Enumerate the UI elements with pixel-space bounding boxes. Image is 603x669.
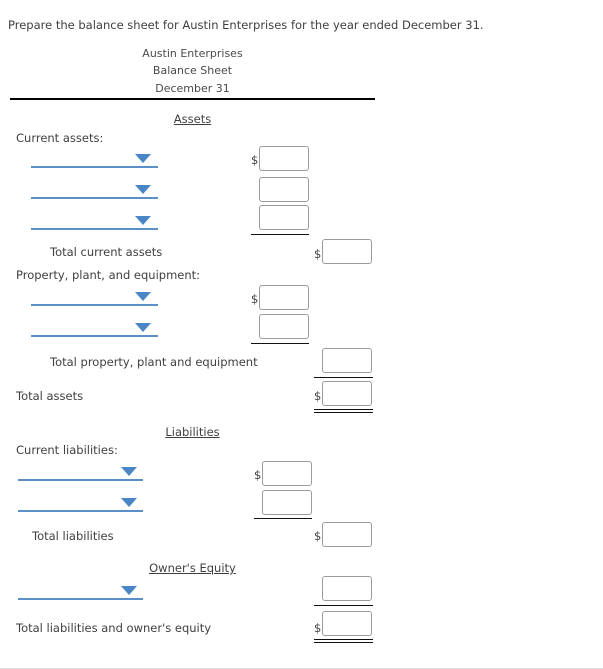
chevron-down-icon — [135, 185, 151, 194]
total-liabilities-label: Total liabilities — [32, 529, 114, 543]
dropdown-owners-equity-1[interactable] — [18, 578, 143, 600]
dropdown-ppe-1[interactable] — [31, 284, 158, 306]
input-owners-equity-amount[interactable] — [322, 576, 372, 601]
dropdown-ppe-2[interactable] — [31, 315, 158, 337]
total-liabilities-and-equity-double-rule — [314, 639, 373, 643]
current-liabilities-subtotal-rule — [254, 518, 312, 519]
statement-title: Balance Sheet — [152, 64, 233, 77]
ppe-label: Property, plant, and equipment: — [16, 268, 201, 282]
dropdown-underline — [31, 197, 158, 199]
chevron-down-icon — [135, 154, 151, 163]
total-current-assets-label: Total current assets — [50, 245, 163, 259]
dropdown-current-asset-1[interactable] — [31, 146, 158, 168]
statement-header-rule — [10, 98, 375, 100]
dropdown-underline — [31, 228, 158, 230]
input-total-liabilities-amount[interactable] — [322, 522, 372, 547]
liabilities-section-title: Liabilities — [10, 425, 375, 439]
total-ppe-rule — [314, 377, 373, 378]
dropdown-current-liability-2[interactable] — [18, 490, 143, 512]
input-total-ppe-amount[interactable] — [322, 348, 372, 373]
owners-equity-section-title: Owner's Equity — [10, 561, 375, 575]
currency-symbol: $ — [314, 529, 322, 543]
currency-symbol: $ — [314, 621, 322, 635]
dropdown-current-liability-1[interactable] — [18, 459, 143, 481]
input-total-assets-amount[interactable] — [322, 381, 372, 406]
ppe-subtotal-rule — [251, 343, 309, 344]
input-total-current-assets-amount[interactable] — [322, 239, 372, 264]
chevron-down-icon — [121, 467, 137, 476]
input-current-asset-amount-1[interactable] — [259, 146, 309, 171]
question-prompt: Prepare the balance sheet for Austin Ent… — [8, 18, 484, 32]
owners-equity-subtotal-rule — [314, 605, 373, 606]
current-assets-subtotal-rule — [251, 234, 309, 235]
input-current-asset-amount-2[interactable] — [259, 177, 309, 202]
dropdown-underline — [18, 510, 143, 512]
total-assets-double-rule — [314, 409, 373, 413]
chevron-down-icon — [135, 323, 151, 332]
total-ppe-label: Total property, plant and equipment — [50, 355, 258, 369]
currency-symbol: $ — [251, 292, 259, 306]
statement-date: December 31 — [155, 82, 230, 95]
assets-section-title: Assets — [10, 112, 375, 126]
liabilities-section-title-text: Liabilities — [165, 425, 220, 439]
dropdown-underline — [31, 304, 158, 306]
statement-company-name: Austin Enterprises — [142, 47, 243, 60]
currency-symbol: $ — [251, 153, 259, 167]
total-assets-label: Total assets — [16, 389, 84, 403]
dropdown-underline — [31, 166, 158, 168]
currency-symbol: $ — [254, 468, 262, 482]
assets-section-title-text: Assets — [173, 112, 212, 126]
input-total-liabilities-and-equity-amount[interactable] — [322, 611, 372, 636]
dropdown-underline — [31, 335, 158, 337]
input-ppe-amount-2[interactable] — [259, 314, 309, 339]
current-liabilities-label: Current liabilities: — [16, 443, 118, 457]
dropdown-underline — [18, 598, 143, 600]
dropdown-current-asset-3[interactable] — [31, 208, 158, 230]
currency-symbol: $ — [314, 389, 322, 403]
chevron-down-icon — [135, 292, 151, 301]
dropdown-underline — [18, 479, 143, 481]
total-liabilities-and-equity-label: Total liabilities and owner's equity — [16, 621, 212, 635]
input-current-liability-amount-2[interactable] — [262, 490, 312, 515]
owners-equity-section-title-text: Owner's Equity — [149, 561, 236, 575]
input-ppe-amount-1[interactable] — [259, 285, 309, 310]
chevron-down-icon — [121, 498, 137, 507]
chevron-down-icon — [121, 586, 137, 595]
chevron-down-icon — [135, 216, 151, 225]
dropdown-current-asset-2[interactable] — [31, 177, 158, 199]
input-current-liability-amount-1[interactable] — [262, 461, 312, 486]
currency-symbol: $ — [314, 247, 322, 261]
current-assets-label: Current assets: — [16, 131, 104, 145]
input-current-asset-amount-3[interactable] — [259, 205, 309, 230]
